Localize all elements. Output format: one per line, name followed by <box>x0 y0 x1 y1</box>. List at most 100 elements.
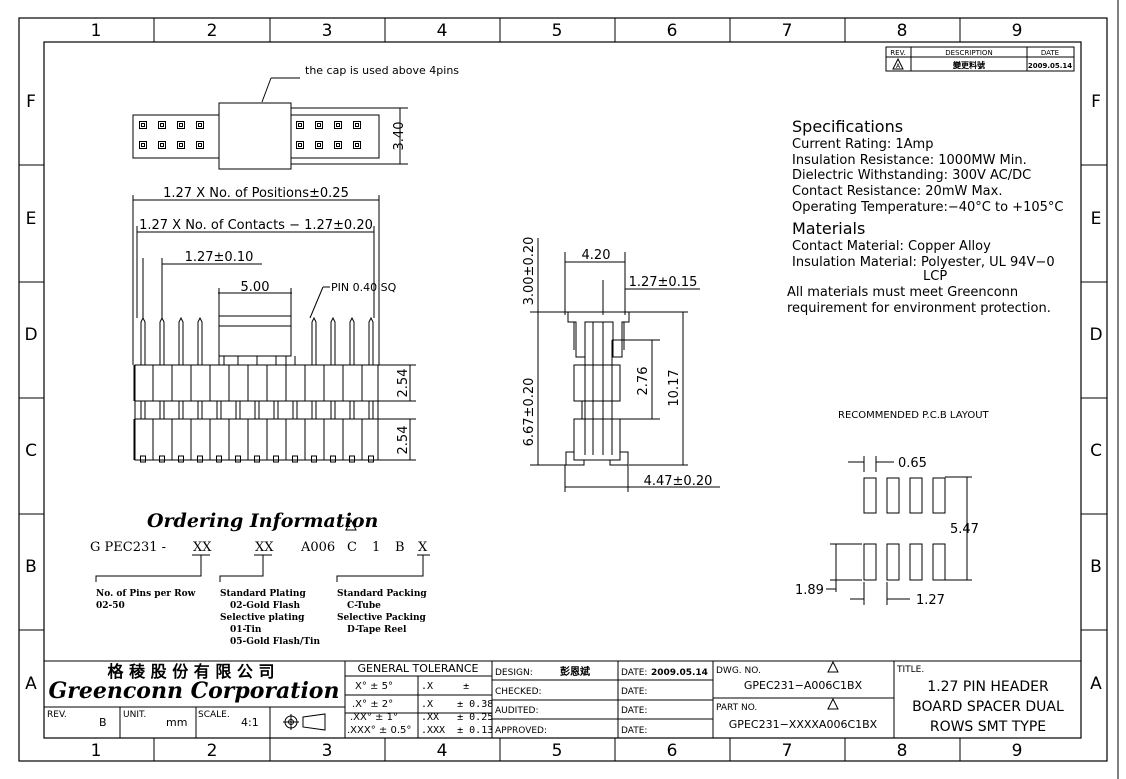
zone-row-b: B <box>1090 557 1102 577</box>
zone-col-9: 9 <box>1012 21 1023 41</box>
tolerance-linear: .X ± 0.38 <box>421 699 493 710</box>
pcb-dim-pad-length: 1.89 <box>795 583 824 598</box>
pin-foot <box>140 455 146 463</box>
pin-size-label: PIN 0.40 SQ <box>331 281 397 294</box>
spec-line: Dielectric Withstanding: 300V AC/DC <box>792 168 1031 183</box>
unit-label: UNIT. <box>123 710 146 720</box>
zone-col-1: 1 <box>91 21 102 41</box>
pcb-layout: RECOMMENDED P.C.B LAYOUT 0.65 5.47 1.89 … <box>795 410 990 608</box>
zone-col-5: 5 <box>552 21 563 41</box>
pcb-pad <box>909 477 923 514</box>
pin-hole <box>158 141 166 149</box>
zone-row-e: E <box>1091 209 1102 229</box>
rev-value: B <box>99 716 107 729</box>
pcb-pad <box>909 543 923 581</box>
order-code-pins: XX <box>193 540 212 555</box>
zone-col-8: 8 <box>897 21 908 41</box>
rev-header-rev: REV. <box>890 49 905 57</box>
pin-hole <box>334 121 342 129</box>
pcb-dim-pad-width: 0.65 <box>898 456 927 471</box>
zone-row-a: A <box>1090 674 1102 694</box>
revision-block: REV. DESCRIPTION DATE A 變更料號 2009.05.14 <box>885 46 1075 72</box>
pin <box>159 316 165 365</box>
pcb-pad <box>863 543 877 581</box>
pin-hole <box>196 121 204 129</box>
zone-columns-top: 1 2 3 4 5 6 7 8 9 <box>91 21 1023 41</box>
materials-line: Contact Material: Copper Alloy <box>792 239 991 254</box>
pin-hole <box>353 141 361 149</box>
design-label: DESIGN: <box>495 668 533 678</box>
pin-hole <box>139 121 147 129</box>
side-view <box>530 238 720 492</box>
zone-col-4: 4 <box>437 741 448 761</box>
pin-hole <box>158 121 166 129</box>
date-label: DATE: <box>621 726 647 736</box>
zone-row-f: F <box>1091 92 1101 112</box>
spec-line: Current Rating: 1Amp <box>792 137 933 152</box>
dim-row1-height: 2.54 <box>396 369 411 398</box>
packing-desc: Standard Packing <box>337 589 427 599</box>
zone-col-6: 6 <box>667 21 678 41</box>
pcb-pad <box>863 477 877 514</box>
packing-desc: C-Tube <box>347 601 381 611</box>
pin <box>197 316 203 365</box>
drawing-title: 1.27 PIN HEADER <box>927 679 1049 695</box>
pin-hole-inner <box>298 143 302 147</box>
zone-col-3: 3 <box>322 741 333 761</box>
zone-columns-bottom: 1 2 3 4 5 6 7 8 9 <box>91 741 1023 761</box>
projection-symbol-icon <box>283 713 326 731</box>
order-code-mid: A006 <box>300 540 335 555</box>
rev-label: REV. <box>47 710 67 720</box>
zone-row-b: B <box>25 557 37 577</box>
side-dim-pitch: 1.27±0.15 <box>629 275 698 290</box>
rev-header-description: DESCRIPTION <box>945 49 992 57</box>
pin <box>368 316 374 365</box>
pin <box>311 316 317 365</box>
zone-row-c: C <box>25 441 37 461</box>
date-label: DATE: <box>621 687 647 697</box>
zone-ticks <box>19 18 1107 761</box>
order-code-1: 1 <box>372 540 380 555</box>
rev-triangle-icon <box>827 660 839 673</box>
zone-row-e: E <box>26 209 37 229</box>
pin-foot <box>311 455 317 463</box>
pin <box>178 316 184 365</box>
rev-triangle-icon <box>345 518 357 531</box>
pin-hole <box>177 141 185 149</box>
dim-cap-width: 5.00 <box>241 280 270 295</box>
packing-desc: Selective Packing <box>337 613 427 623</box>
pin-hole-inner <box>141 143 145 147</box>
pin <box>330 316 336 365</box>
side-dim-bottom: 4.47±0.20 <box>644 474 713 489</box>
dwg-no-label: DWG. NO. <box>716 666 761 676</box>
zone-col-1: 1 <box>91 741 102 761</box>
materials-title: Materials <box>792 219 865 238</box>
pin-hole-inner <box>317 123 321 127</box>
top-height-dim: 3.40 <box>392 122 407 151</box>
pin-hole <box>315 121 323 129</box>
zone-col-7: 7 <box>782 741 793 761</box>
spec-title: Specifications <box>792 117 903 136</box>
tolerance-header: GENERAL TOLERANCE <box>357 662 478 675</box>
pin-hole-inner <box>198 143 202 147</box>
pin-foot <box>235 455 241 463</box>
zone-rows-right: F E D C B A <box>1089 92 1102 694</box>
dim-positions: 1.27 X No. of Positions±0.25 <box>163 186 349 201</box>
pin-foot <box>273 455 279 463</box>
pin-hole <box>139 141 147 149</box>
zone-col-8: 8 <box>897 741 908 761</box>
zone-rows-left: F E D C B A <box>24 92 37 694</box>
pin <box>140 316 146 365</box>
pin-foot <box>368 455 374 463</box>
sheet-border <box>18 0 1119 779</box>
title-block: 格 稜 股 份 有 限 公 司 Greenconn Corporation RE… <box>44 660 1081 738</box>
scale-value: 4:1 <box>241 716 259 729</box>
part-no-label: PART NO. <box>716 703 757 713</box>
dim-contacts: 1.27 X No. of Contacts − 1.27±0.20 <box>139 218 373 233</box>
rev-row-description: 變更料號 <box>952 60 985 70</box>
spec-line: Insulation Resistance: 1000MW Min. <box>792 153 1027 168</box>
tolerance-angle: .X° ± 2° <box>352 699 393 710</box>
zone-col-7: 7 <box>782 21 793 41</box>
pins-desc: No. of Pins per Row <box>96 589 196 599</box>
spec-line: Operating Temperature:−40°C to +105°C <box>792 200 1063 215</box>
